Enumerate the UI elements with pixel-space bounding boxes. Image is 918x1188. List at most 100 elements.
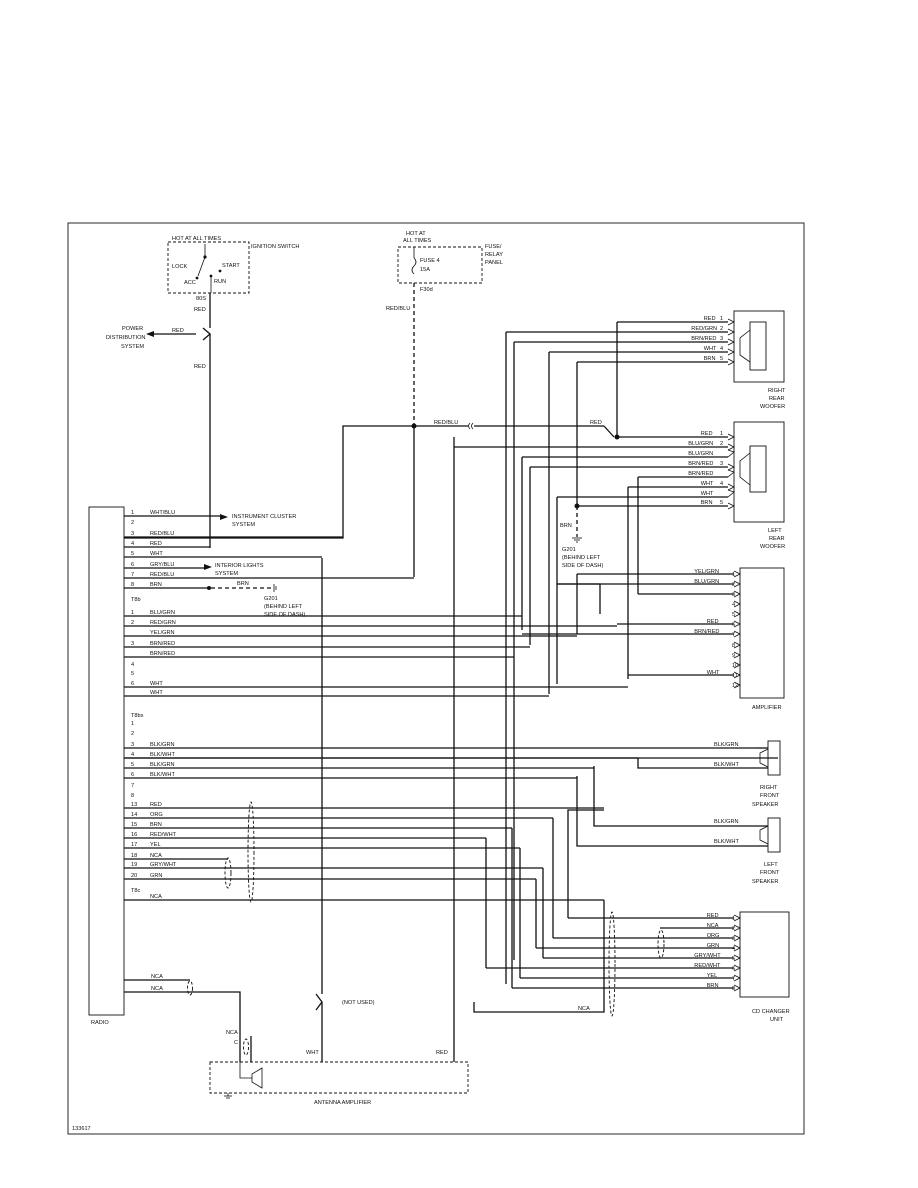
radio-g2-num-1: 2 — [131, 620, 134, 626]
radio-g3-num-1: 2 — [131, 731, 134, 737]
fuse-number: FUSE 4 — [420, 258, 440, 264]
lr-pin-chevron-0 — [727, 433, 735, 441]
radio-conn-t8c: T8c — [131, 888, 141, 894]
lr-pin-chevron-3 — [727, 463, 735, 471]
rf-speaker-1: RIGHT — [760, 785, 778, 791]
radio-g3-num-10: 15 — [131, 822, 137, 828]
cd-pin-num-1: 2 — [732, 926, 735, 932]
antenna-amp-red: RED — [436, 1050, 448, 1056]
amp-pin-num-10: 11 — [732, 673, 738, 679]
splice-right-wire-label: RED — [590, 420, 602, 426]
lr-wire-label-0: RED — [701, 431, 713, 437]
radio-g3-num-15: 20 — [131, 873, 137, 879]
lr-wire-label-4: BRN/RED — [688, 471, 713, 477]
ground-g201-left: BRN G201 (BEHIND LEFT SIDE OF DASH) — [207, 581, 305, 618]
ignition-lock: LOCK — [172, 264, 188, 270]
radio-label: RADIO — [91, 1020, 109, 1026]
shield-radio — [247, 801, 255, 903]
lr-pin-chevron-1 — [727, 443, 735, 451]
cd-changer-label-2: UNIT — [770, 1017, 784, 1023]
arrow-power-dist — [146, 331, 154, 337]
radio-g2-num-0: 1 — [131, 610, 134, 616]
lf-wire-1 — [593, 766, 768, 827]
amp-pin-num-11: 12 — [732, 683, 738, 689]
amp-pin-num-9: 10 — [732, 663, 738, 669]
rf-speaker-3: SPEAKER — [752, 802, 778, 808]
splice-wire-label: RED/BLU — [434, 420, 458, 426]
ground-left-wire: BRN — [237, 581, 249, 587]
radio-g2-wire-1: RED/GRN — [150, 620, 176, 626]
rr-wire-label-1: RED/GRN — [691, 326, 717, 332]
antenna-wire-2: NCA — [151, 986, 163, 992]
power-dist-line3: SYSTEM — [121, 344, 144, 350]
cd-pin-num-4: 5 — [732, 956, 735, 962]
radio-g2-wire-8: WHT — [150, 690, 163, 696]
radio-g2-wire-7: WHT — [150, 681, 163, 687]
ground-center-note1: (BEHIND LEFT — [562, 555, 601, 561]
radio-g3-wire-9: ORG — [150, 812, 163, 818]
radio-g3-num-4: 5 — [131, 762, 134, 768]
cd-wire-label-1: NCA — [707, 923, 719, 929]
radio-g3-num-8: 13 — [131, 802, 137, 808]
interior-lights-2: SYSTEM — [215, 571, 238, 577]
radio-g3-wire-3: BLK/WHT — [150, 752, 175, 758]
cd-changer-unit: CD CHANGER UNIT — [739, 911, 790, 1023]
radio-g1-wire-2: RED/BLU — [150, 531, 174, 537]
cd-bottom-nca — [473, 900, 605, 1013]
cd-pin-chevron-3 — [733, 944, 741, 952]
lr-wire-label-7: BRN — [701, 500, 713, 506]
amp-wire-label-1: BLU/GRN — [694, 579, 719, 585]
cd-wire-label-5: RED/WHT — [694, 963, 721, 969]
rr-pin-chevron-1 — [727, 328, 735, 336]
radio-g3-wire-15: GRN — [150, 873, 162, 879]
lr-pin-join-4 — [727, 469, 735, 478]
cd-pin-chevron-4 — [733, 954, 741, 962]
cd-pin-num-6: 7 — [732, 976, 735, 982]
radio-g2-num-3: 3 — [131, 641, 134, 647]
radio-g3-num-11: 16 — [131, 832, 137, 838]
cd-pin-chevron-6 — [733, 974, 741, 982]
shield-antenna — [187, 980, 193, 996]
interior-lights-1: INTERIOR LIGHTS — [215, 563, 264, 569]
lr-pin-num-0: 1 — [720, 431, 723, 437]
fuse-title-1: FUSE/ — [485, 244, 502, 250]
lr-pin-join-2 — [727, 449, 735, 458]
ignition-wire-label: RED — [194, 307, 206, 313]
radio-g1-num-4: 5 — [131, 551, 134, 557]
amp-pin-chevron-9 — [733, 661, 741, 669]
cd-pin-num-5: 6 — [732, 966, 735, 972]
radio-g3-wire-11: RED/WHT — [150, 832, 177, 838]
lr-pin-num-7: 5 — [720, 500, 723, 506]
radio-g1-num-6: 7 — [131, 572, 134, 578]
radio-g3-wire-13: NCA — [150, 853, 162, 859]
ignition-start: START — [222, 263, 240, 269]
fuse-pin: F30d — [420, 287, 433, 293]
amp-pin-num-4: 5 — [732, 612, 735, 618]
amp-pin-chevron-3 — [733, 600, 741, 608]
instrument-cluster-2: SYSTEM — [232, 522, 255, 528]
fuse-relay-panel: HOT AT ALL TIMES FUSE/ RELAY PANEL FUSE … — [397, 231, 503, 293]
lf-wire-2 — [576, 776, 768, 847]
radio-g3-wire-10: BRN — [150, 822, 162, 828]
radio-g3-wire-4: BLK/GRN — [150, 762, 175, 768]
radio-g2-num-5: 4 — [131, 662, 134, 668]
ignition-run: RUN — [214, 279, 226, 285]
radio-g3-num-5: 6 — [131, 772, 134, 778]
ignition-pin: 80S — [196, 296, 206, 302]
amp-pin-num-0: 1 — [732, 572, 735, 578]
radio-g2-wire-2: YEL/GRN — [150, 630, 175, 636]
shield-radio-small — [224, 857, 232, 889]
ground-center-wire: BRN — [560, 523, 572, 529]
wire-red-blu-radio-3 — [124, 425, 468, 539]
lr-woofer-label-2: REAR — [769, 536, 785, 542]
ground-left-id: G201 — [264, 596, 278, 602]
radio-g2-num-6: 5 — [131, 671, 134, 677]
antenna-amp-wht: WHT — [306, 1050, 319, 1056]
cd-route-0 — [567, 809, 604, 918]
amp-pin-chevron-1 — [733, 580, 741, 588]
lr-pin-join-6 — [727, 489, 735, 498]
ground-center-id: G201 — [562, 547, 576, 553]
amp-pin-num-7: 8 — [732, 643, 735, 649]
connector-symbol — [202, 327, 211, 341]
cd-pin-chevron-0 — [733, 914, 741, 922]
